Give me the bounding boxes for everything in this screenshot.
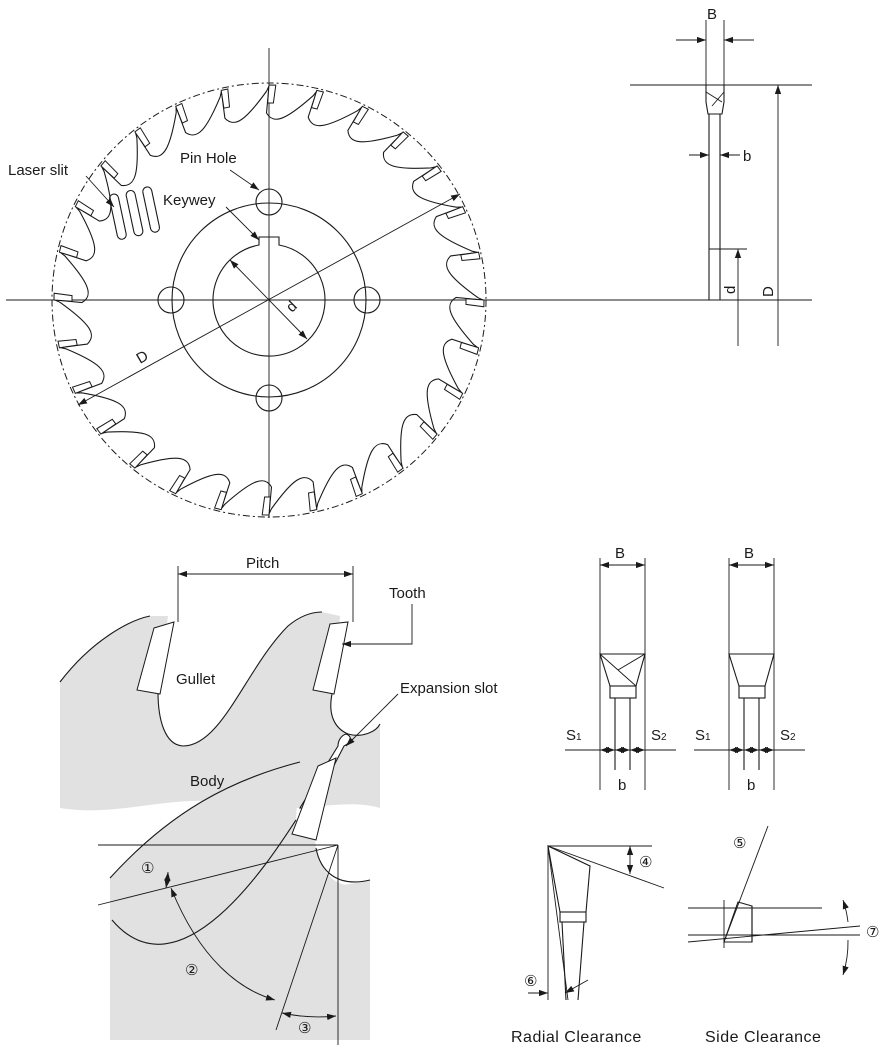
blade-tooth-tip — [74, 199, 95, 217]
pin-hole-leader — [229, 169, 260, 191]
blade-tooth-tip — [349, 476, 363, 498]
tip2-S1-label: S1 — [695, 727, 711, 744]
expansion-slot-label: Expansion slot — [400, 680, 498, 697]
blade-tooth-tip — [168, 474, 186, 495]
blade-tooth-tip — [96, 418, 117, 435]
blade-outer-diameter-circle — [51, 82, 487, 518]
blade-tooth-tip — [100, 159, 119, 179]
blade-tooth-tip — [58, 244, 79, 259]
tip2-B-label: B — [744, 545, 754, 562]
angle-7-label: ⑦ — [866, 924, 879, 941]
tip2-S2-label: S2 — [780, 727, 796, 744]
blade-tooth-tip — [419, 421, 438, 441]
radial-clearance-caption: Radial Clearance — [511, 1029, 642, 1046]
tip-section-2: B S1 S2 b — [694, 545, 805, 794]
side-d-label: d — [722, 286, 739, 294]
expansion-slot-leader — [345, 693, 399, 747]
angle-6-label: ⑥ — [524, 973, 537, 990]
radial-clearance: ④ ⑥ Radial Clearance — [511, 845, 665, 1046]
angle-2-label: ② — [185, 962, 198, 979]
blade-tooth-tip — [390, 131, 410, 150]
side-b-label: b — [743, 148, 751, 165]
angle-3-label: ③ — [298, 1020, 311, 1037]
blade-body-region — [60, 612, 380, 811]
blade-tooth-tip — [53, 292, 73, 302]
blade-face-view: D d Laser slit Pin Hole Keywey — [6, 48, 812, 518]
side-B-label: B — [707, 6, 717, 23]
blade-tooth-tip — [387, 452, 404, 473]
side-clearance: ⑤ ⑦ Side Clearance — [687, 825, 879, 1046]
blade-tooth-tip — [465, 298, 485, 308]
pitch-label: Pitch — [246, 555, 279, 572]
blade-side-view: B b d D — [630, 6, 812, 346]
body-label: Body — [190, 773, 225, 790]
tip1-B-label: B — [615, 545, 625, 562]
tip1-S2-label: S2 — [651, 727, 667, 744]
gullet-label: Gullet — [176, 671, 216, 688]
tooth-angle-detail: ① ② ③ — [97, 757, 371, 1045]
angle-1-label: ① — [141, 860, 154, 877]
blade-tooth-tip — [220, 88, 231, 109]
blade-tooth-tip — [261, 496, 271, 516]
blade-tooth-tip — [57, 338, 78, 349]
laser-slits — [108, 186, 161, 240]
blade-tooth-tip — [134, 127, 151, 148]
blade-tooth-tip — [352, 105, 370, 126]
laser-slit-label: Laser slit — [8, 162, 69, 179]
blade-tooth-tip — [267, 84, 277, 104]
tooth-label: Tooth — [389, 585, 426, 602]
side-clearance-caption: Side Clearance — [705, 1029, 821, 1046]
blade-tooth-tip — [71, 380, 93, 394]
blade-tooth-tip — [310, 89, 325, 110]
blade-tooth-tip — [213, 490, 228, 511]
bore-diameter-label: d — [283, 298, 301, 316]
pin-hole-label: Pin Hole — [180, 150, 237, 167]
outer-diameter-label: D — [134, 347, 152, 367]
tip1-b-label: b — [618, 777, 626, 794]
tooth-leader — [342, 604, 413, 648]
blade-tooth-tip — [460, 251, 481, 262]
angle-4-label: ④ — [639, 854, 652, 871]
blade-tooth-tip — [443, 383, 464, 401]
blade-tooth-tip — [175, 102, 189, 124]
blade-tooth-tip — [421, 165, 442, 182]
laser-slit-leader — [85, 175, 115, 208]
blade-tooth-tip — [459, 341, 480, 356]
tip-section-1: B S1 S2 b — [565, 545, 676, 794]
bore-diameter-dimension — [229, 259, 308, 340]
blade-tooth-tip — [307, 491, 318, 512]
keyway-label: Keywey — [163, 192, 216, 209]
tip2-b-label: b — [747, 777, 755, 794]
blade-tooth-tip — [445, 206, 467, 220]
keyway-leader — [225, 206, 260, 241]
tip1-S1-label: S1 — [566, 727, 582, 744]
blade-tooth-tip — [128, 450, 148, 469]
side-D-label: D — [760, 286, 777, 297]
angle-5-label: ⑤ — [733, 835, 746, 852]
